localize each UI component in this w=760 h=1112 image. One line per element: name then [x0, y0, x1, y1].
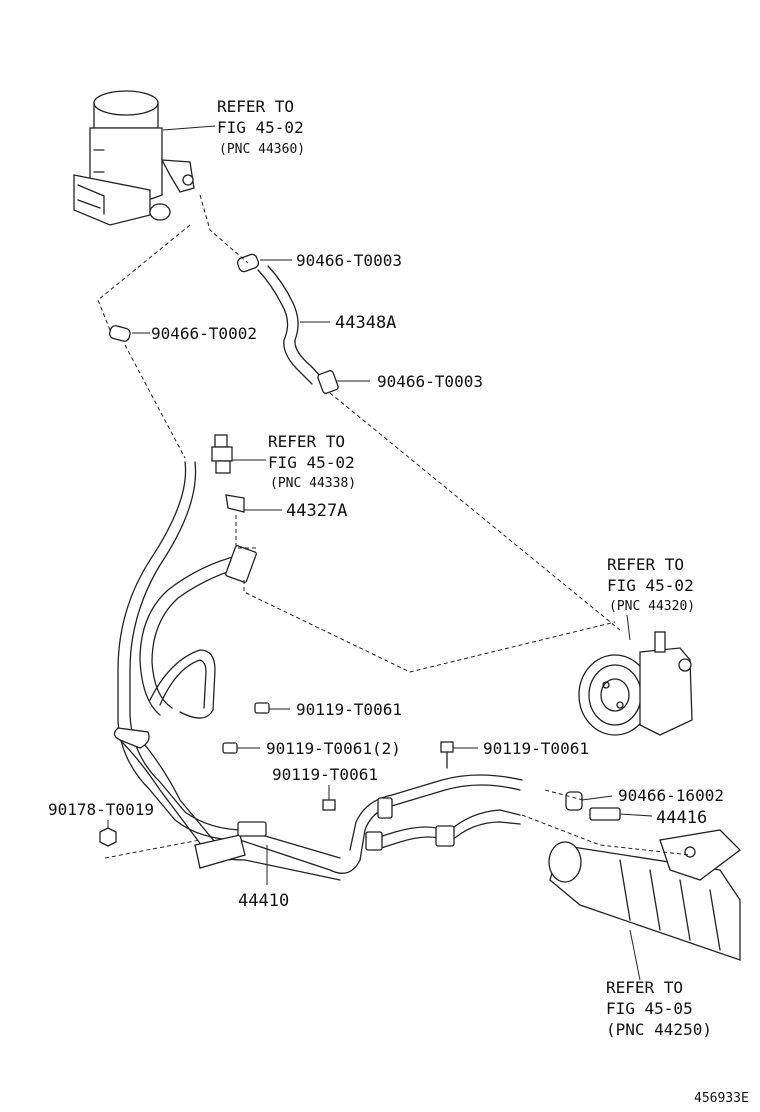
steering-gear — [548, 829, 741, 961]
clamp-right — [565, 791, 583, 811]
flow-valve — [211, 434, 233, 474]
ref-gear-label: REFER TO FIG 45-05 (PNC 44250) — [606, 978, 712, 1039]
svg-text:FIG 45-02: FIG 45-02 — [607, 576, 694, 595]
part-label-44327a: 44327A — [286, 501, 347, 521]
ref-reservoir-label: REFER TO FIG 45-02 (PNC 44360) — [217, 97, 305, 157]
svg-text:REFER TO: REFER TO — [217, 97, 294, 116]
part-label-clamp-mid: 90466-T0003 — [377, 372, 483, 391]
part-label-bolt-b: 90119-T0061(2) — [266, 739, 401, 758]
bolt-a-icon — [254, 702, 270, 714]
union-44416 — [589, 807, 621, 821]
svg-text:REFER TO: REFER TO — [268, 432, 345, 451]
part-label-44416: 44416 — [656, 808, 707, 828]
svg-text:FIG 45-02: FIG 45-02 — [217, 118, 304, 137]
svg-text:REFER TO: REFER TO — [607, 555, 684, 574]
ref-pump-label: REFER TO FIG 45-02 (PNC 44320) — [607, 555, 695, 614]
bolt-c-icon — [440, 741, 454, 769]
part-label-clamp-left: 90466-T0002 — [151, 324, 257, 343]
reference-lines — [97, 194, 691, 859]
figure-id: 456933E — [694, 1091, 749, 1106]
svg-text:FIG 45-05: FIG 45-05 — [606, 999, 693, 1018]
part-label-bolt-c: 90119-T0061 — [483, 739, 589, 758]
svg-text:(PNC 44250): (PNC 44250) — [606, 1020, 712, 1039]
power-steering-pump — [578, 631, 693, 736]
part-label-44410: 44410 — [238, 891, 289, 911]
ref-valve-label: REFER TO FIG 45-02 (PNC 44338) — [268, 432, 356, 491]
part-label-bolt-a: 90119-T0061 — [296, 700, 402, 719]
clamp-left — [109, 325, 131, 342]
clip-44327a — [225, 494, 245, 513]
part-label-bolt-d: 90119-T0061 — [272, 765, 378, 784]
svg-text:(PNC 44360): (PNC 44360) — [219, 142, 305, 157]
svg-text:REFER TO: REFER TO — [606, 978, 683, 997]
reservoir-tank — [73, 90, 195, 226]
part-label-clamp-top: 90466-T0003 — [296, 251, 402, 270]
part-label-nut: 90178-T0019 — [48, 800, 154, 819]
svg-text:(PNC 44320): (PNC 44320) — [609, 599, 695, 614]
part-label-44348a: 44348A — [335, 313, 396, 333]
hose-44348a — [257, 265, 323, 385]
part-label-clamp-right: 90466-16002 — [618, 786, 724, 805]
svg-text:FIG 45-02: FIG 45-02 — [268, 453, 355, 472]
leader-lines — [107, 125, 653, 981]
bolt-d-icon — [322, 799, 336, 811]
bolt-b-icon — [222, 742, 238, 754]
svg-text:(PNC 44338): (PNC 44338) — [270, 476, 356, 491]
nut-icon — [99, 827, 117, 847]
pipe-assembly-44410 — [113, 461, 523, 881]
clamp-mid — [317, 370, 339, 394]
